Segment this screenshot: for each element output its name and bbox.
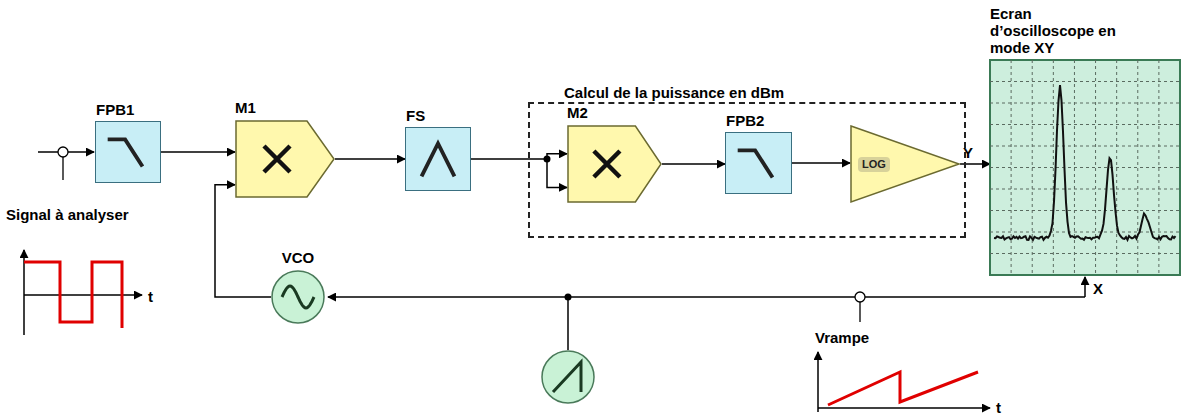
connector xyxy=(662,163,725,165)
power-group-frame: Calcul de la puissance en dBmM2FPB2LOG xyxy=(528,102,966,238)
connector xyxy=(161,151,235,153)
junction-dot xyxy=(544,156,551,163)
block-name: M2 xyxy=(567,104,588,121)
shape-outline xyxy=(271,270,325,324)
block-name: Ecran d’oscilloscope en mode XY xyxy=(990,5,1125,56)
shape-outline xyxy=(406,128,470,190)
shape-outline xyxy=(96,122,160,182)
block-name: FS xyxy=(406,107,425,124)
block-name: FPB1 xyxy=(96,101,134,118)
connector xyxy=(215,185,271,297)
connector xyxy=(335,158,405,160)
signal-name: Signal à analyser xyxy=(6,206,129,223)
probe-stub xyxy=(859,302,860,322)
shape-outline xyxy=(990,60,1180,275)
ramp-wire xyxy=(328,296,1085,298)
ramp-sketch xyxy=(818,352,990,412)
axis-label: t xyxy=(996,399,1001,416)
shape-outline xyxy=(567,125,662,203)
block-name: FPB2 xyxy=(726,112,764,129)
block-name: M1 xyxy=(235,99,256,116)
connector xyxy=(792,162,850,164)
axis-label: t xyxy=(148,288,153,305)
ramp-to-x xyxy=(1084,277,1086,297)
square-wave-sketch xyxy=(24,250,142,335)
mixer-block: M1 xyxy=(235,120,335,198)
probe-point xyxy=(58,147,68,157)
signal-name: Vrampe xyxy=(815,329,869,346)
vco-circle: VCO xyxy=(271,270,325,324)
lowpass-filter-box: FPB1 xyxy=(95,121,161,183)
ramp-generator xyxy=(542,351,594,403)
bandpass-filter-box: FS xyxy=(405,127,471,191)
ramp-gen-wire xyxy=(567,297,569,350)
log-amplifier: LOG xyxy=(850,125,960,203)
block-label: LOG xyxy=(858,157,890,172)
signal-name: X xyxy=(1093,280,1103,297)
oscilloscope-screen: Ecran d’oscilloscope en mode XY xyxy=(990,60,1180,275)
shape-outline xyxy=(726,133,791,193)
split-wire xyxy=(547,159,567,187)
lowpass-filter-box: FPB2 xyxy=(725,132,792,194)
mixer-block: M2 xyxy=(567,125,662,203)
probe-stub xyxy=(62,157,63,180)
shape-outline xyxy=(235,120,335,198)
signal-name: Y xyxy=(963,144,973,161)
probe-point xyxy=(855,292,865,302)
block-name: Calcul de la puissance en dBm xyxy=(564,84,784,101)
block-name: VCO xyxy=(282,249,315,266)
connector xyxy=(471,154,567,159)
